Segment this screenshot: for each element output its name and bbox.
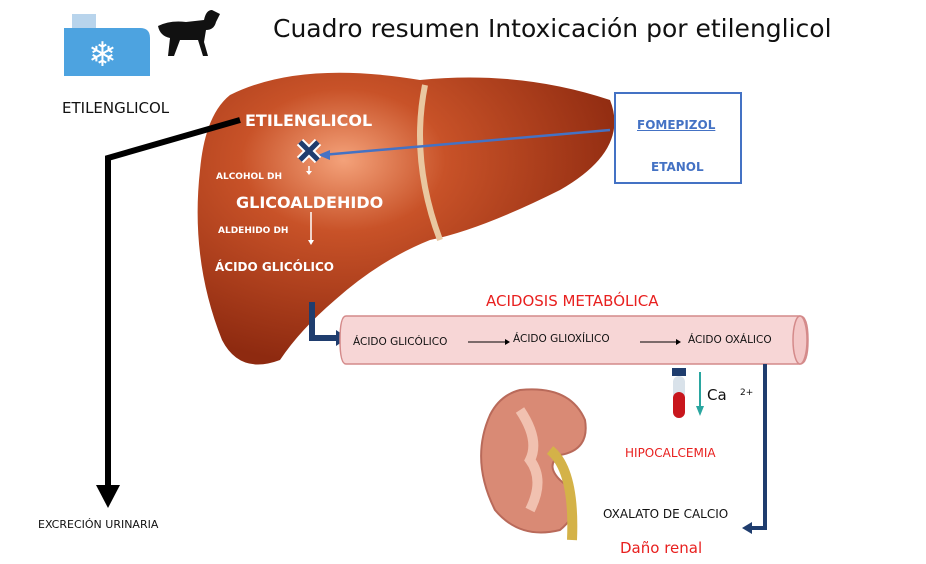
acidosis-heading: ACIDOSIS METABÓLICA: [486, 292, 659, 310]
blood-tube-icon: [672, 368, 686, 418]
acido-glicolico-liver: ÁCIDO GLICÓLICO: [215, 260, 334, 274]
antidote-box: [614, 92, 742, 184]
alcohol-dh-label: ALCOHOL DH: [216, 172, 283, 182]
aldehido-dh-label: ALDEHIDO DH: [218, 226, 289, 236]
etilenglicol-label: ETILENGLICOL: [62, 99, 170, 117]
page-title: Cuadro resumen Intoxicación por etilengl…: [273, 14, 832, 43]
liver-etilenglicol: ETILENGLICOL: [245, 111, 373, 130]
glicoaldehido-label: GLICOALDEHIDO: [236, 193, 384, 212]
dano-renal-label: Daño renal: [620, 539, 703, 557]
vessel-step-2: ÁCIDO GLIOXÍLICO: [513, 333, 610, 345]
antifreeze-jug-icon: ❄: [64, 14, 150, 76]
inhibition-x-icon: [296, 138, 322, 164]
vessel-step-3: ÁCIDO OXÁLICO: [688, 334, 772, 346]
svg-text:❄: ❄: [88, 35, 117, 75]
vessel-step-1: ÁCIDO GLICÓLICO: [353, 336, 448, 348]
dog-icon: [158, 10, 220, 56]
calcium-charge: 2+: [740, 388, 754, 398]
excrecion-urinaria-label: EXCRECIÓN URINARIA: [38, 518, 159, 531]
calcium-symbol: Ca: [707, 386, 727, 404]
oxalato-label: OXALATO DE CALCIO: [603, 507, 729, 521]
etanol-label: ETANOL: [651, 160, 704, 174]
hipocalcemia-label: HIPOCALCEMIA: [625, 446, 716, 460]
excretion-arrow: [105, 117, 241, 490]
kidney-image: [480, 388, 587, 541]
fomepizol-link[interactable]: FOMEPIZOL: [637, 118, 716, 132]
